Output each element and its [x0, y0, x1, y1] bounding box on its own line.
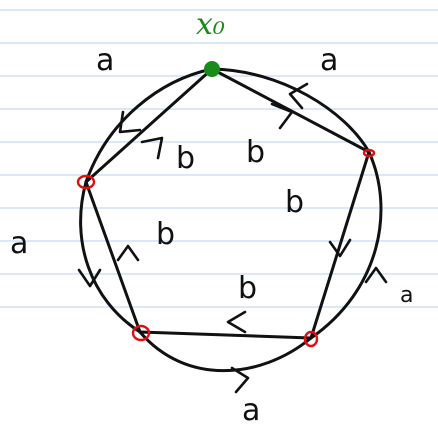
label-outer-top-left: a: [96, 43, 114, 78]
label-outer-top-right: a: [320, 43, 338, 78]
vertex-right: [362, 148, 376, 158]
labels: x₀ a a a a a b b b b b: [10, 7, 413, 428]
vertex-left: [76, 174, 96, 190]
outer-edge-top-left: [84, 67, 214, 184]
label-inner-right: b: [285, 185, 304, 220]
label-outer-left: a: [10, 226, 28, 261]
outer-edge-left: [79, 180, 142, 334]
vertex-bottom-left: [131, 324, 151, 342]
arrow-outer-top-right: [288, 82, 309, 110]
arrow-outer-right: [364, 266, 388, 284]
arrow-inner-top-right: [270, 102, 294, 130]
arrow-outer-top-left: [118, 110, 142, 134]
arrow-inner-right: [328, 238, 352, 258]
label-inner-top-left: b: [176, 141, 195, 176]
label-inner-top-right: b: [246, 135, 265, 170]
label-inner-left: b: [156, 217, 175, 252]
inner-edge-bottom: [138, 330, 313, 340]
vertices: [76, 61, 376, 348]
arrow-outer-bottom: [230, 366, 250, 394]
vertex-bottom-right: [303, 330, 319, 348]
inner-edge-right: [309, 150, 371, 340]
arrow-outer-left: [77, 268, 102, 288]
label-outer-right: a: [400, 283, 413, 308]
inner-edge-left: [84, 180, 142, 334]
ruled-lines: [0, 9, 438, 308]
outer-edge-top-right: [210, 67, 371, 154]
outer-edge-right: [309, 150, 383, 340]
arrowheads: [77, 82, 388, 394]
label-inner-bottom: b: [238, 271, 257, 306]
outer-circle: [79, 67, 383, 372]
label-outer-bottom: a: [242, 393, 260, 428]
arrow-inner-bottom: [226, 310, 247, 334]
outer-edge-bottom: [138, 330, 313, 372]
inner-edge-top-left: [84, 67, 214, 184]
basepoint-label: x₀: [196, 7, 225, 42]
arrow-inner-top-left: [140, 136, 164, 160]
basepoint-vertex: [204, 61, 220, 77]
arrow-inner-left: [116, 244, 140, 262]
